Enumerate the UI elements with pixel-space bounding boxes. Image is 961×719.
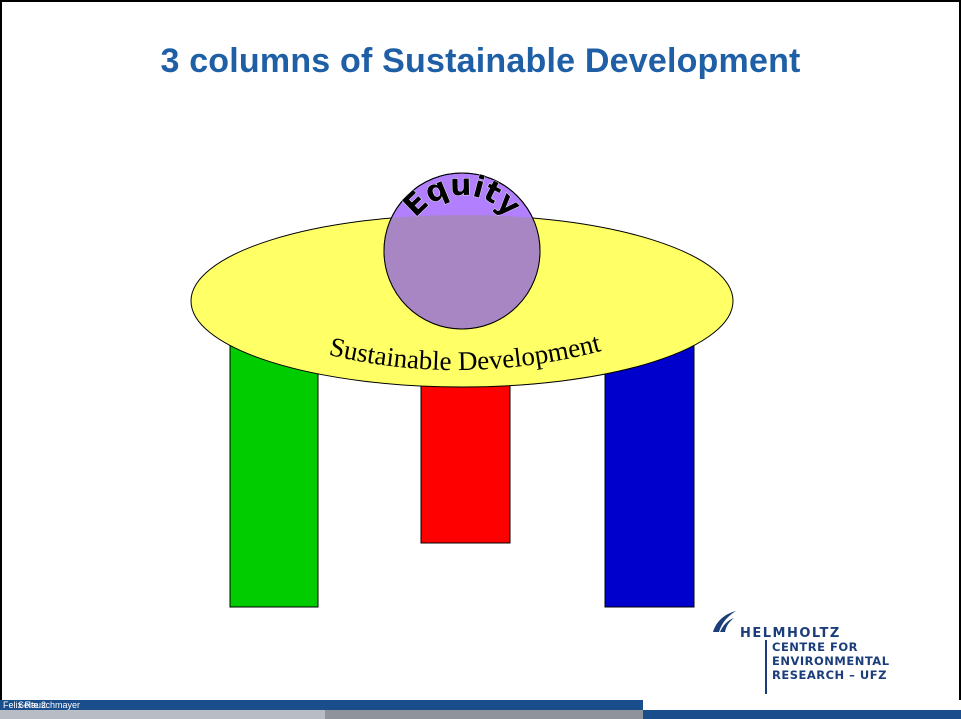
helmholtz-wing-icon: [713, 611, 736, 632]
slide-frame-left: [0, 0, 2, 719]
logo-divider: [765, 640, 767, 694]
equity-circle-outline: [383, 172, 541, 330]
footer-strip-dark: [325, 710, 643, 719]
helmholtz-logo: HELMHOLTZ CENTRE FOR ENVIRONMENTAL RESEA…: [690, 608, 920, 698]
logo-text: CENTRE FOR ENVIRONMENTAL RESEARCH – UFZ: [772, 640, 890, 682]
logo-brand: HELMHOLTZ: [740, 626, 841, 641]
footer-strip-light: [0, 710, 325, 719]
slide-frame-right: [959, 0, 961, 719]
slide-title: 3 columns of Sustainable Development: [160, 42, 801, 80]
column-left: [229, 344, 319, 608]
logo-line: ENVIRONMENTAL: [772, 654, 890, 668]
footer-slide-number: Seite 2: [18, 700, 47, 710]
footer-author: Felix Rauschmayer: [3, 700, 81, 710]
logo-line: CENTRE FOR: [772, 640, 858, 654]
column-center: [420, 384, 511, 544]
slide-frame-top: [0, 0, 961, 2]
footer-bar-gap: [643, 700, 961, 710]
logo-line: RESEARCH – UFZ: [772, 668, 887, 682]
equity-ellipse-overlap: [384, 215, 540, 329]
column-right: [604, 339, 695, 608]
